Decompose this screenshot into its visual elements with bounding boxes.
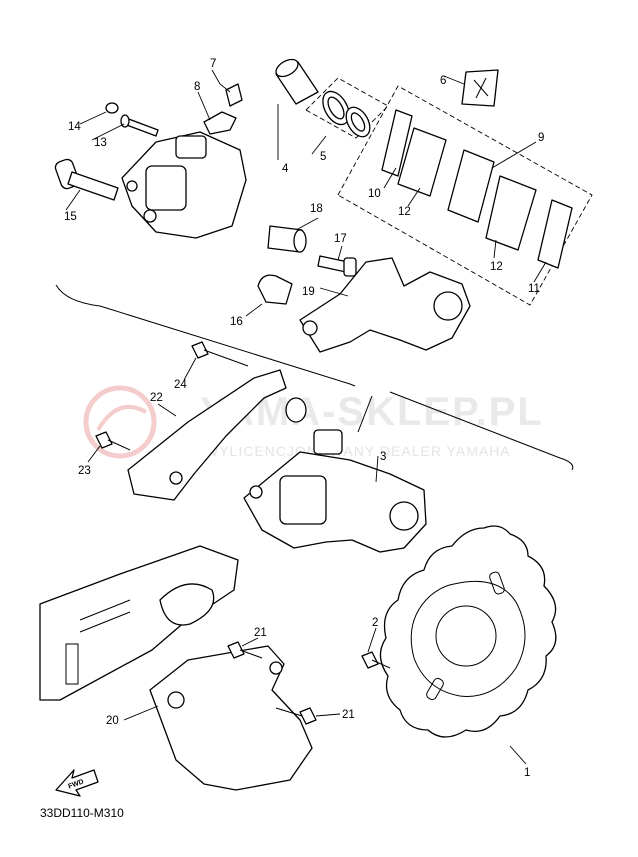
part-1-brake-disc	[379, 525, 557, 738]
part-18-sleeve	[267, 225, 307, 253]
part-14-plug	[105, 102, 119, 114]
watermark-subtitle: WYLICENCJONOWANY DEALER YAMAHA	[205, 443, 511, 459]
caliper-housing-upper	[121, 131, 247, 239]
callout-5: 5	[320, 151, 326, 163]
part-7-bleeder	[225, 83, 243, 107]
part-2-disc-bolt	[361, 651, 391, 669]
callout-18: 18	[310, 203, 323, 215]
part-13-pin	[120, 114, 159, 137]
part-4-piston	[275, 58, 319, 105]
callout-10: 10	[368, 188, 381, 200]
callout-21-lower: 21	[342, 709, 355, 721]
part-21-bolt-lower	[275, 707, 317, 725]
callout-19: 19	[302, 286, 315, 298]
part-12-brake-pad-right	[447, 149, 537, 251]
callout-12-left: 12	[398, 206, 411, 218]
diagram-code: 33DD110-M310	[40, 806, 124, 820]
leader-lines	[65, 69, 547, 765]
part-5-seals	[322, 90, 371, 138]
callout-6: 6	[440, 75, 446, 87]
callout-21-upper: 21	[254, 627, 267, 639]
callout-16: 16	[230, 316, 243, 328]
part-20-disc-guard	[149, 645, 313, 791]
part-17-bolt	[317, 255, 357, 277]
section-line-right	[389, 391, 574, 471]
part-23-bolt	[95, 431, 131, 451]
callout-labels: 7 8 14 13 15 4 5 6 9 10 12 12 11 18 17 1…	[64, 58, 544, 779]
callout-14: 14	[68, 121, 81, 133]
part-22-bracket-arm	[127, 369, 307, 501]
part-11-pad-shim	[537, 199, 573, 269]
swingarm	[39, 545, 239, 701]
fwd-arrow-icon: FWD	[55, 769, 99, 797]
callout-2: 2	[372, 617, 378, 629]
part-3-caliper-assembly	[243, 429, 427, 553]
callout-8: 8	[194, 81, 200, 93]
part-16-boot	[257, 274, 293, 305]
part-15-slide-pin	[54, 158, 119, 201]
part-8-clip	[203, 111, 237, 135]
callout-4: 4	[282, 163, 289, 175]
section-line-tick	[357, 395, 373, 433]
part-12-brake-pad-left	[397, 127, 447, 197]
callout-24: 24	[174, 379, 187, 391]
part-21-bolt-upper	[227, 641, 263, 659]
pads-group-box	[337, 85, 593, 306]
part-10-pad-shim	[381, 109, 413, 177]
callout-11: 11	[528, 283, 540, 295]
callout-3: 3	[380, 451, 386, 463]
part-24-bolt	[191, 341, 249, 367]
callout-12-right: 12	[490, 261, 503, 273]
callout-23: 23	[78, 465, 91, 477]
callout-15: 15	[64, 211, 77, 223]
callout-13: 13	[94, 137, 107, 149]
callout-7: 7	[210, 58, 216, 70]
callout-17: 17	[334, 233, 347, 245]
callout-1: 1	[524, 767, 530, 779]
callout-20: 20	[106, 715, 119, 727]
section-line-left	[55, 284, 356, 387]
part-6-pad-spring	[461, 69, 499, 107]
callout-9: 9	[538, 132, 544, 144]
callout-22: 22	[150, 392, 163, 404]
part-19-caliper-bracket	[299, 257, 471, 353]
